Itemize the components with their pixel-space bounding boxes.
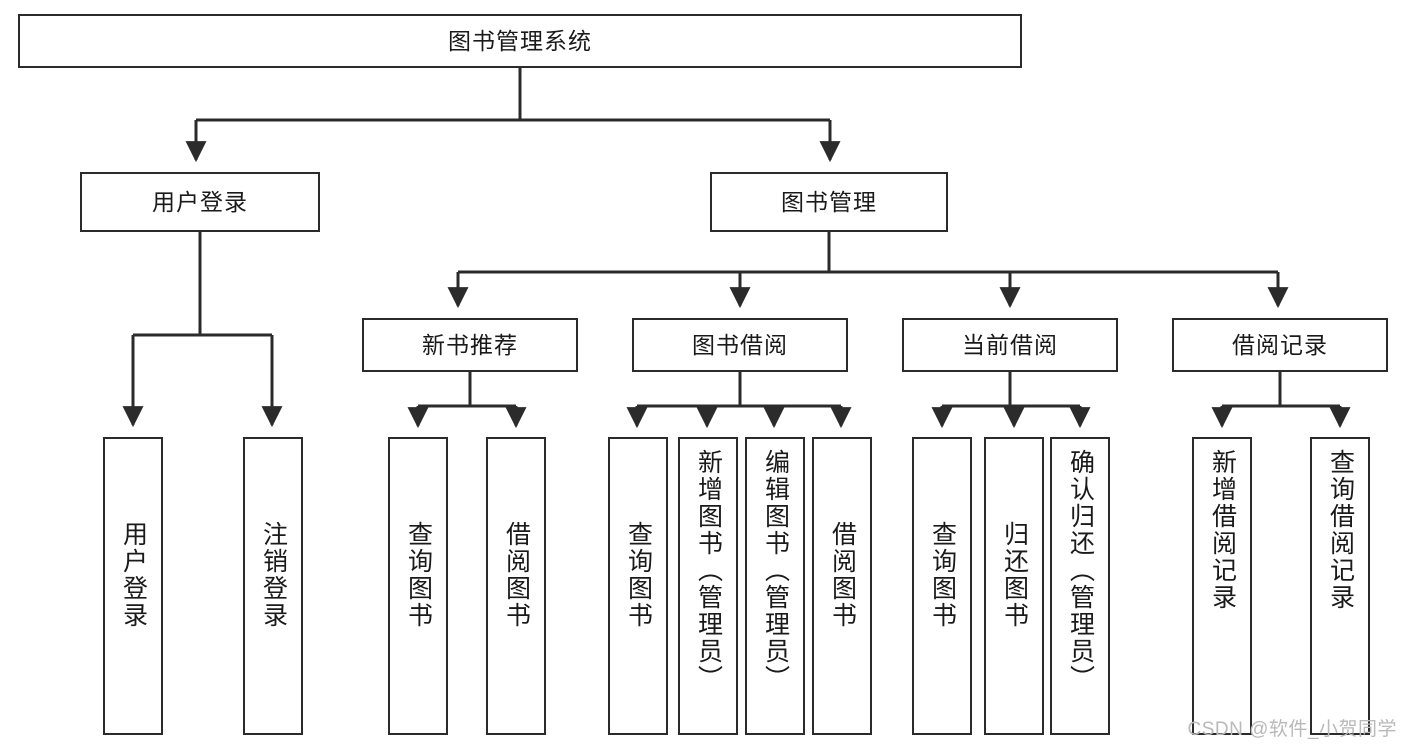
- node-borrow-record-label: 借阅记录: [1232, 331, 1328, 358]
- node-book-manage-label: 图书管理: [781, 188, 877, 215]
- node-current-borrow-label: 当前借阅: [962, 331, 1058, 358]
- node-book-borrow-label: 图书借阅: [692, 331, 788, 358]
- leaf-edit-book-admin[interactable]: 编辑图书（管理员）: [745, 437, 805, 735]
- leaf-user-logout[interactable]: 注销登录: [243, 437, 303, 735]
- node-user-login[interactable]: 用户登录: [80, 172, 320, 232]
- leaf-query-book-3[interactable]: 查询图书: [912, 437, 972, 735]
- leaf-user-login[interactable]: 用户登录: [103, 437, 163, 735]
- leaf-query-borrow-record[interactable]: 查询借阅记录: [1310, 437, 1370, 735]
- node-book-borrow[interactable]: 图书借阅: [632, 318, 848, 372]
- leaf-borrow-book-1[interactable]: 借阅图书: [486, 437, 546, 735]
- leaf-user-login-label: 用户登录: [119, 521, 148, 629]
- node-root[interactable]: 图书管理系统: [18, 14, 1022, 68]
- leaf-add-book-admin[interactable]: 新增图书（管理员）: [678, 437, 738, 735]
- leaf-borrow-book-2-label: 借阅图书: [828, 521, 857, 629]
- node-book-manage[interactable]: 图书管理: [710, 172, 948, 232]
- leaf-query-book-3-label: 查询图书: [928, 521, 957, 629]
- leaf-borrow-book-1-label: 借阅图书: [502, 521, 531, 629]
- watermark-text: CSDN @软件_小贺同学: [1187, 719, 1397, 740]
- leaf-borrow-book-2[interactable]: 借阅图书: [812, 437, 872, 735]
- leaf-add-borrow-record-label: 新增借阅记录: [1208, 449, 1237, 611]
- leaf-confirm-return[interactable]: 确认归还（管理员）: [1050, 437, 1110, 735]
- leaf-query-book-2-label: 查询图书: [624, 521, 653, 629]
- leaf-query-book-1-label: 查询图书: [404, 521, 433, 629]
- node-user-login-label: 用户登录: [152, 188, 248, 215]
- leaf-query-book-2[interactable]: 查询图书: [608, 437, 668, 735]
- leaf-add-borrow-record[interactable]: 新增借阅记录: [1192, 437, 1252, 735]
- node-new-book-recommend[interactable]: 新书推荐: [362, 318, 578, 372]
- leaf-add-book-admin-label: 新增图书（管理员）: [694, 449, 723, 692]
- leaf-return-book[interactable]: 归还图书: [984, 437, 1044, 735]
- leaf-query-borrow-record-label: 查询借阅记录: [1326, 449, 1355, 611]
- node-current-borrow[interactable]: 当前借阅: [902, 318, 1118, 372]
- leaf-return-book-label: 归还图书: [1000, 521, 1029, 629]
- leaf-edit-book-admin-label: 编辑图书（管理员）: [761, 449, 790, 692]
- node-root-label: 图书管理系统: [448, 27, 592, 54]
- leaf-user-logout-label: 注销登录: [259, 521, 288, 629]
- leaf-query-book-1[interactable]: 查询图书: [388, 437, 448, 735]
- node-borrow-record[interactable]: 借阅记录: [1172, 318, 1388, 372]
- node-new-book-recommend-label: 新书推荐: [422, 331, 518, 358]
- leaf-confirm-return-label: 确认归还（管理员）: [1066, 449, 1095, 692]
